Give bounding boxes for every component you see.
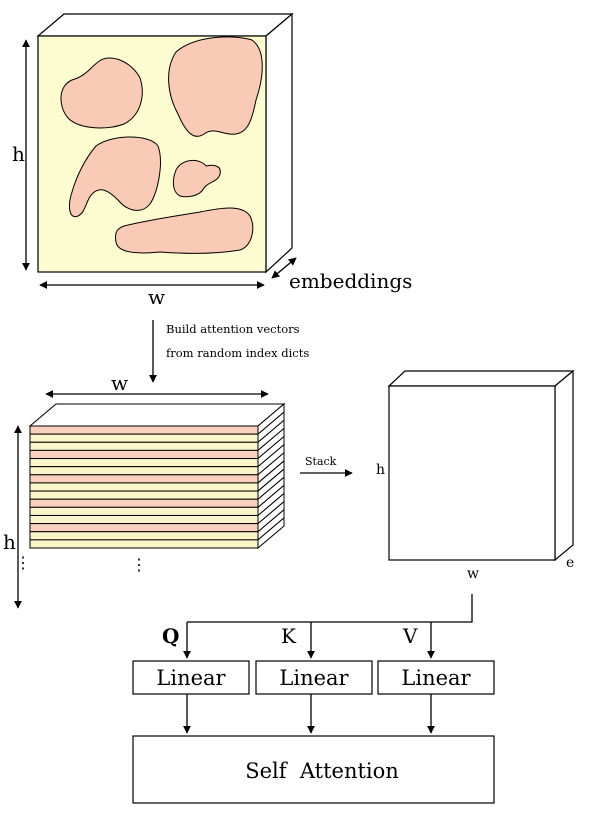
embeddings-label: embeddings xyxy=(289,269,412,293)
embedding-block-side xyxy=(265,12,293,274)
output-cube xyxy=(387,369,575,562)
embedding-block-top xyxy=(36,13,294,37)
build-label-line1: Build attention vectors xyxy=(166,322,300,336)
embedding-block xyxy=(36,12,294,274)
height-label: h xyxy=(12,142,25,166)
self-attention-label: Self Attention xyxy=(245,759,399,783)
slice xyxy=(29,433,259,443)
region-blob xyxy=(60,57,143,129)
stack-height-label: h xyxy=(3,530,16,554)
region-blob xyxy=(69,136,161,218)
slice xyxy=(29,466,259,476)
cube-output-line xyxy=(187,594,473,623)
slice xyxy=(29,539,259,549)
stack-width-label: w xyxy=(111,371,128,395)
build-label-line2: from random index dicts xyxy=(166,346,309,360)
linear-q-label: Linear xyxy=(156,666,226,690)
cube-depth-label: e xyxy=(566,555,574,571)
k-label: K xyxy=(281,624,297,648)
self-attention-box xyxy=(132,735,495,804)
region-blob xyxy=(168,36,263,137)
slice xyxy=(29,482,259,492)
slice xyxy=(29,425,259,435)
slice xyxy=(29,490,259,500)
cube-height-label: h xyxy=(376,462,385,478)
region-blob xyxy=(115,207,254,254)
linear-k-box xyxy=(255,660,373,695)
linear-q-box xyxy=(132,660,250,695)
cube-side xyxy=(554,369,574,562)
v-label: V xyxy=(402,624,418,648)
slice xyxy=(29,449,259,460)
slice-stack-top xyxy=(28,403,286,427)
slice xyxy=(29,506,259,516)
cube-top xyxy=(387,370,575,387)
stack-ellipsis-left: ⋮ xyxy=(15,553,31,572)
slice-stack xyxy=(28,402,286,550)
linear-v-box xyxy=(377,660,495,695)
width-label: w xyxy=(148,285,165,309)
region-blob xyxy=(172,160,221,198)
cube-face xyxy=(388,385,556,561)
q-label: Q xyxy=(162,624,179,648)
depth-arrow xyxy=(271,257,297,279)
slice xyxy=(29,531,259,541)
slice xyxy=(29,474,259,484)
stack-arrow-label: Stack xyxy=(305,455,337,468)
stack-ellipsis-bottom: ⋮ xyxy=(131,555,147,574)
slice xyxy=(29,514,259,525)
slice xyxy=(29,441,259,451)
cube-width-label: w xyxy=(467,566,479,582)
slice xyxy=(29,498,259,508)
slice xyxy=(29,523,259,533)
linear-v-label: Linear xyxy=(401,666,471,690)
slice xyxy=(29,458,259,468)
linear-k-label: Linear xyxy=(279,666,349,690)
